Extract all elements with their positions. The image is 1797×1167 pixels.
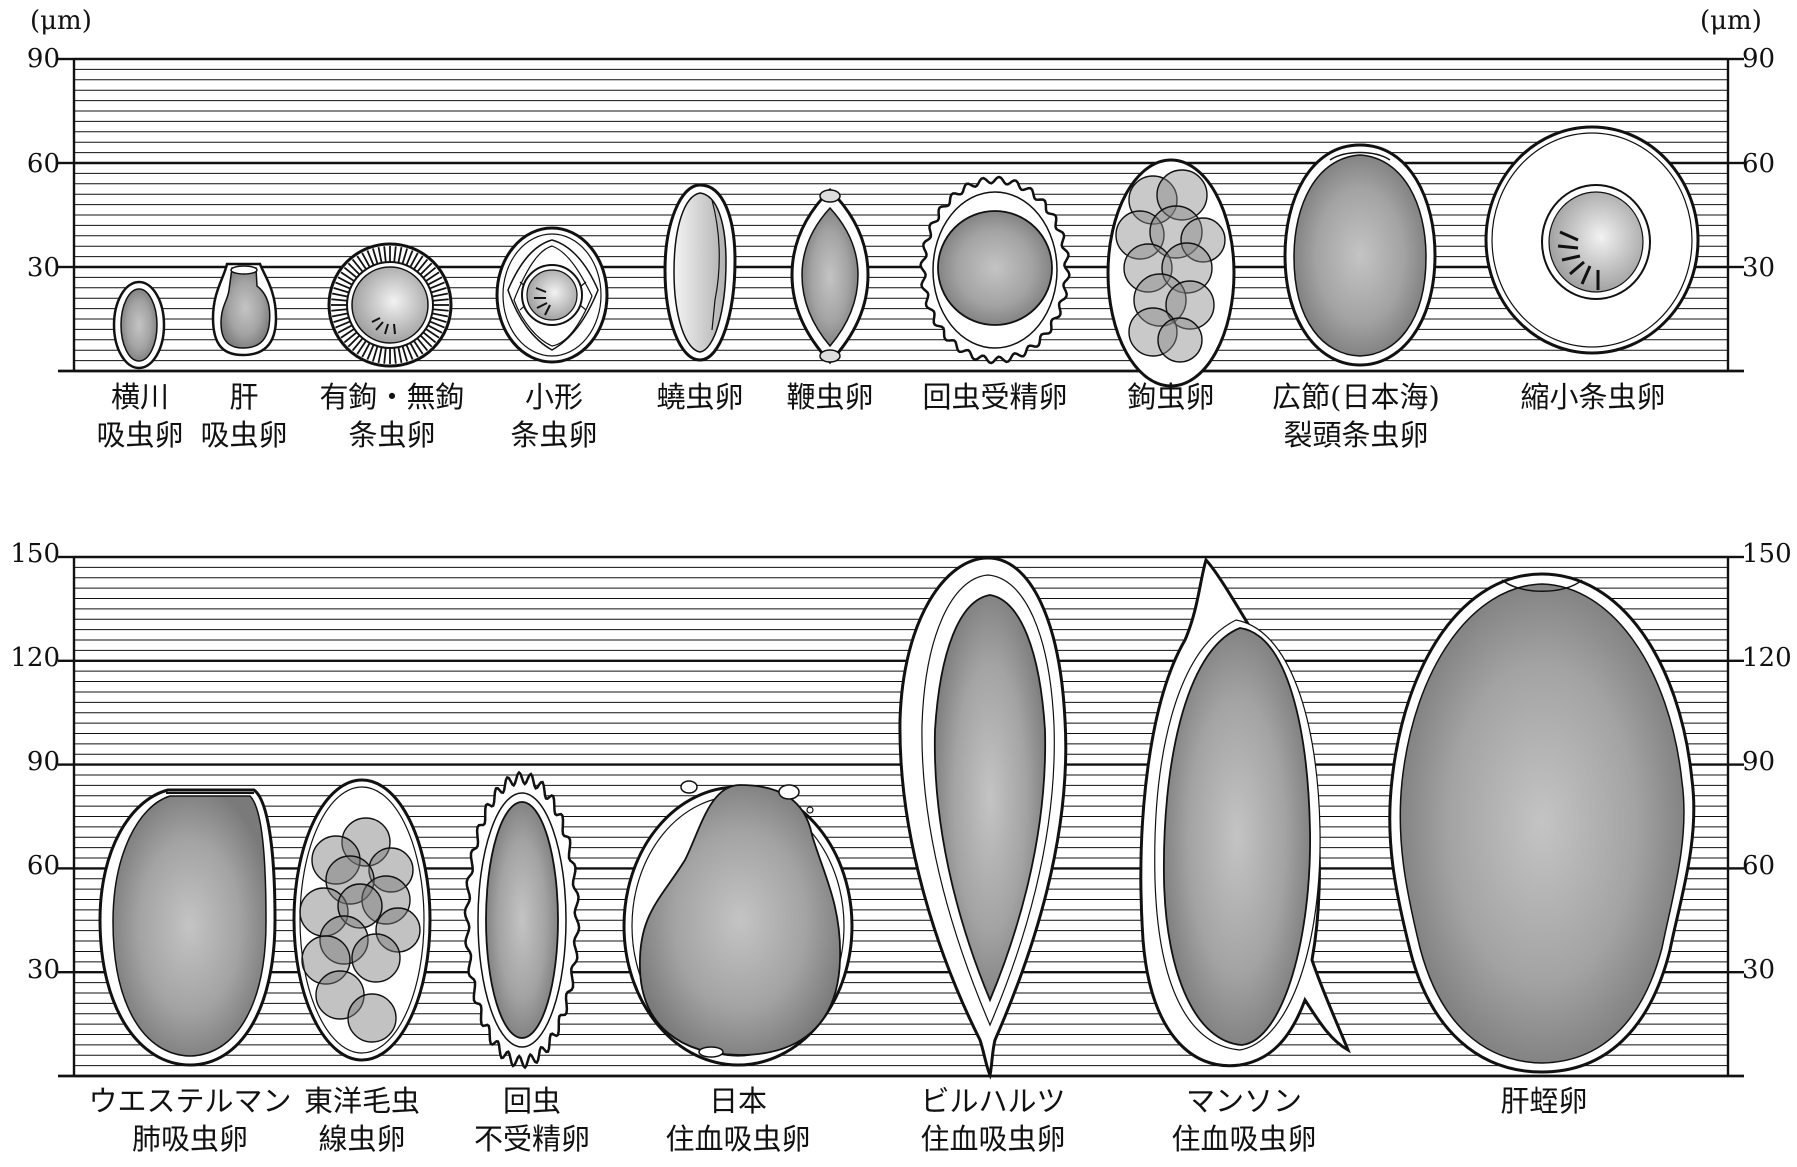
tick-label-bottom-60-right: 60 (1742, 853, 1797, 879)
tick-label-top-30: 30 (0, 255, 60, 281)
tick-label-bottom-150-right: 150 (1742, 541, 1797, 567)
label-schistosoma-mansoni: マンソン住血吸虫卵 (1134, 1082, 1354, 1158)
tick-label-bottom-30-right: 30 (1742, 957, 1797, 983)
label-schistosoma-haematobium: ビルハルツ住血吸虫卵 (883, 1082, 1103, 1158)
tick-label-bottom-120: 120 (0, 645, 60, 671)
egg-taenia (329, 244, 451, 366)
egg-whipworm (792, 190, 868, 362)
unit-label-right: (μm) (1700, 8, 1762, 34)
tick-label-top-60: 60 (0, 151, 60, 177)
egg-pinworm (665, 185, 735, 360)
egg-trichostrongylus (294, 780, 430, 1060)
egg-paragonimus (100, 790, 275, 1065)
tick-label-bottom-90-right: 90 (1742, 749, 1797, 775)
label-schistosoma-japonicum: 日本住血吸虫卵 (628, 1082, 848, 1158)
egg-schistosoma-mansoni (1141, 560, 1348, 1066)
label-ascaris-unfertilized: 回虫不受精卵 (422, 1082, 642, 1158)
egg-diphyllobothrium (1285, 145, 1435, 365)
label-fasciola: 肝蛭卵 (1434, 1082, 1654, 1120)
label-hymenolepis-diminuta: 縮小条虫卵 (1483, 378, 1703, 416)
label-diphyllobothrium: 広節(日本海)裂頭条虫卵 (1246, 378, 1466, 454)
egg-hookworm (1108, 160, 1234, 386)
egg-fasciola (1390, 574, 1694, 1072)
tick-label-bottom-30: 30 (0, 957, 60, 983)
egg-schistosoma-haematobium (900, 558, 1066, 1075)
tick-label-bottom-60: 60 (0, 853, 60, 879)
tick-label-top-90: 90 (0, 46, 60, 72)
tick-label-top-60-right: 60 (1742, 151, 1797, 177)
tick-label-top-90-right: 90 (1742, 46, 1797, 72)
egg-yokogawa-fluke (114, 282, 164, 368)
tick-label-bottom-90: 90 (0, 749, 60, 775)
egg-dwarf-tapeworm (497, 228, 607, 362)
tick-label-bottom-150: 150 (0, 541, 60, 567)
egg-schistosoma-japonicum (624, 781, 852, 1065)
egg-liver-fluke (213, 264, 276, 355)
tick-label-bottom-120-right: 120 (1742, 645, 1797, 671)
unit-label-left: (μm) (30, 8, 92, 34)
tick-label-top-30-right: 30 (1742, 255, 1797, 281)
egg-hymenolepis-diminuta (1486, 127, 1698, 353)
